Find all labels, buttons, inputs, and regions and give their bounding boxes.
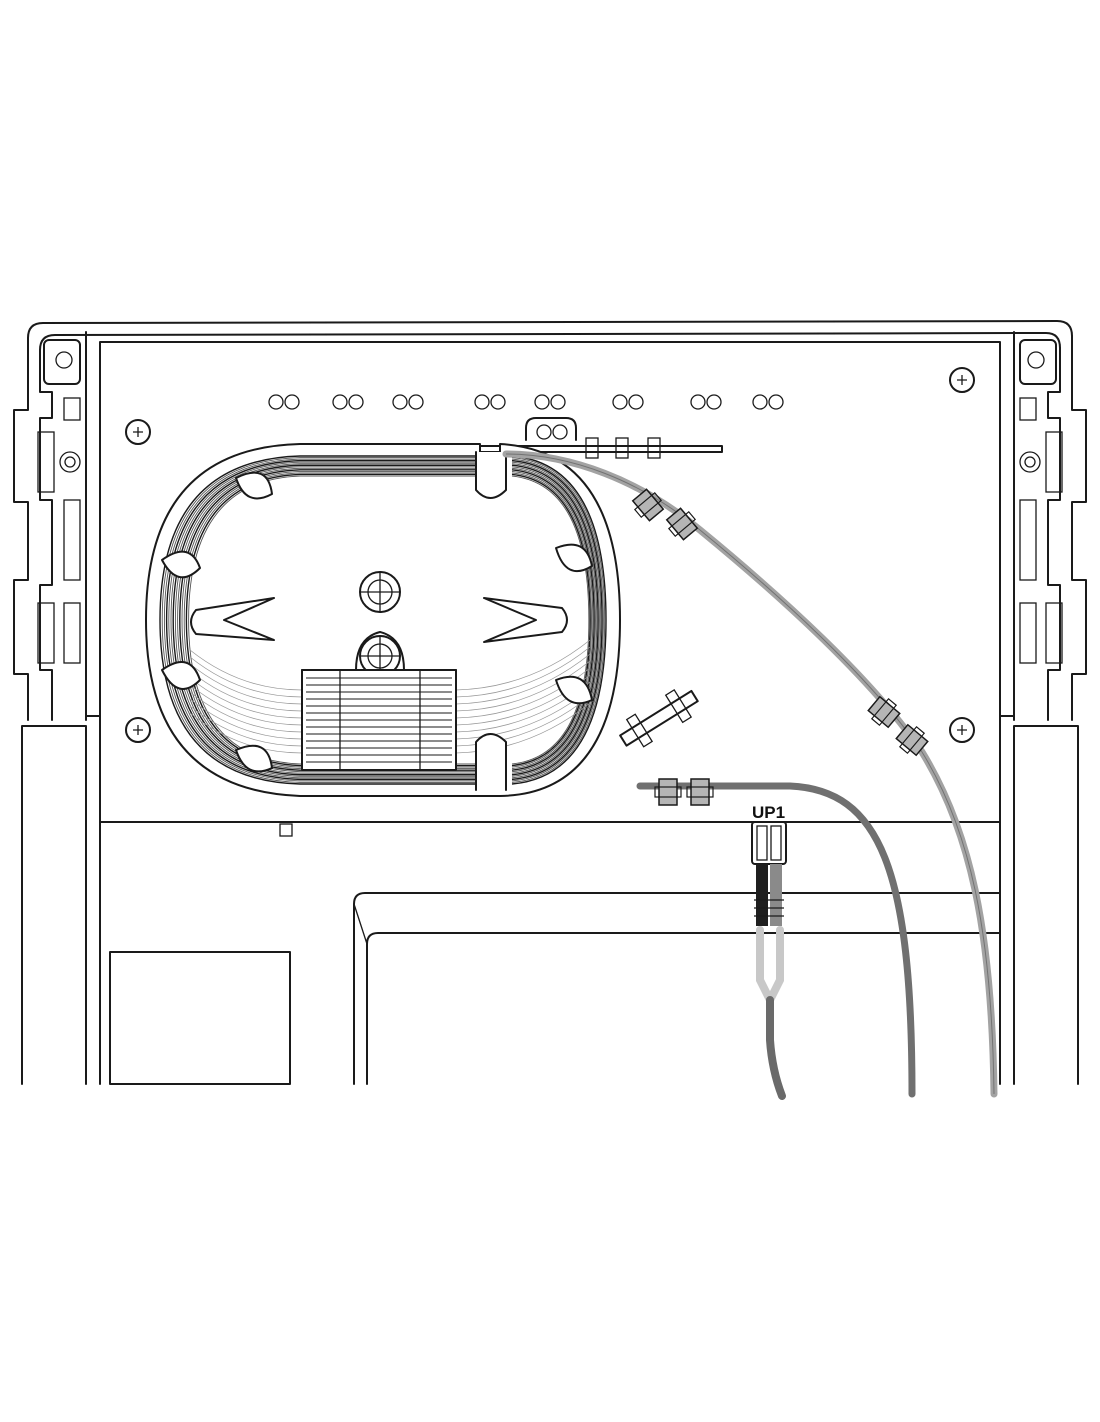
cable-clamps [631, 488, 929, 806]
mounting-holes [268, 394, 784, 410]
cable-dark [636, 782, 916, 1098]
splice-holder [301, 669, 457, 771]
double-hole [268, 394, 300, 410]
clamp-icon [665, 507, 699, 541]
patch-cord: UP1 [751, 803, 787, 1100]
double-hole [752, 394, 784, 410]
screw-icons [125, 367, 975, 743]
clamp-icon [631, 488, 665, 522]
screw-icon [125, 717, 151, 743]
double-hole [474, 394, 506, 410]
screw-icon [949, 717, 975, 743]
tray-internals [161, 451, 699, 791]
double-hole [332, 394, 364, 410]
screw-icon [949, 367, 975, 393]
screw-icon [125, 419, 151, 445]
connector-icon [751, 821, 787, 926]
cable-bracket [619, 689, 699, 748]
double-hole [392, 394, 424, 410]
cable-light [502, 450, 998, 1098]
port-label: UP1 [752, 803, 785, 822]
lower-cavity [109, 892, 1001, 1085]
double-hole [612, 394, 644, 410]
clamp-icon [686, 778, 714, 806]
cables [502, 450, 998, 1098]
clamp-icon [654, 778, 682, 806]
top-clip [479, 417, 723, 459]
clamp-icon [867, 695, 901, 729]
double-hole [534, 394, 566, 410]
splice-tray-plate [99, 341, 1001, 837]
double-hole [690, 394, 722, 410]
clamp-icon [895, 723, 929, 757]
rosette-icon [359, 571, 401, 613]
